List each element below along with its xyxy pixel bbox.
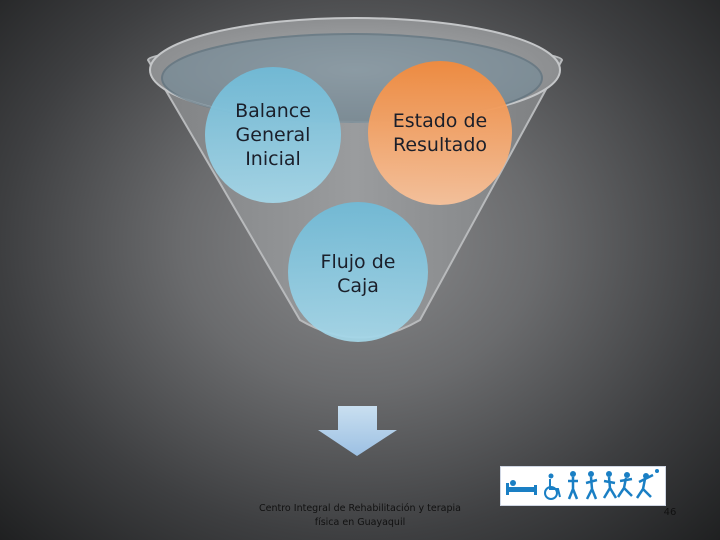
page-number: 46: [663, 507, 677, 518]
circle-flujo-caja: [288, 202, 428, 342]
rehabilitation-logo: [500, 466, 666, 506]
footer-text: Centro Integral de Rehabilitación y tera…: [259, 503, 461, 528]
label-estado-resultado: Estado de Resultado: [392, 110, 488, 156]
circle-balance-general: [205, 67, 341, 203]
rehabilitation-figures-icon: [506, 469, 659, 500]
label-balance-general: Balance General Inicial: [235, 100, 311, 170]
label-flujo-caja: Flujo de Caja: [320, 251, 396, 297]
circle-estado-resultado: [368, 61, 512, 205]
down-arrow: [318, 406, 397, 456]
